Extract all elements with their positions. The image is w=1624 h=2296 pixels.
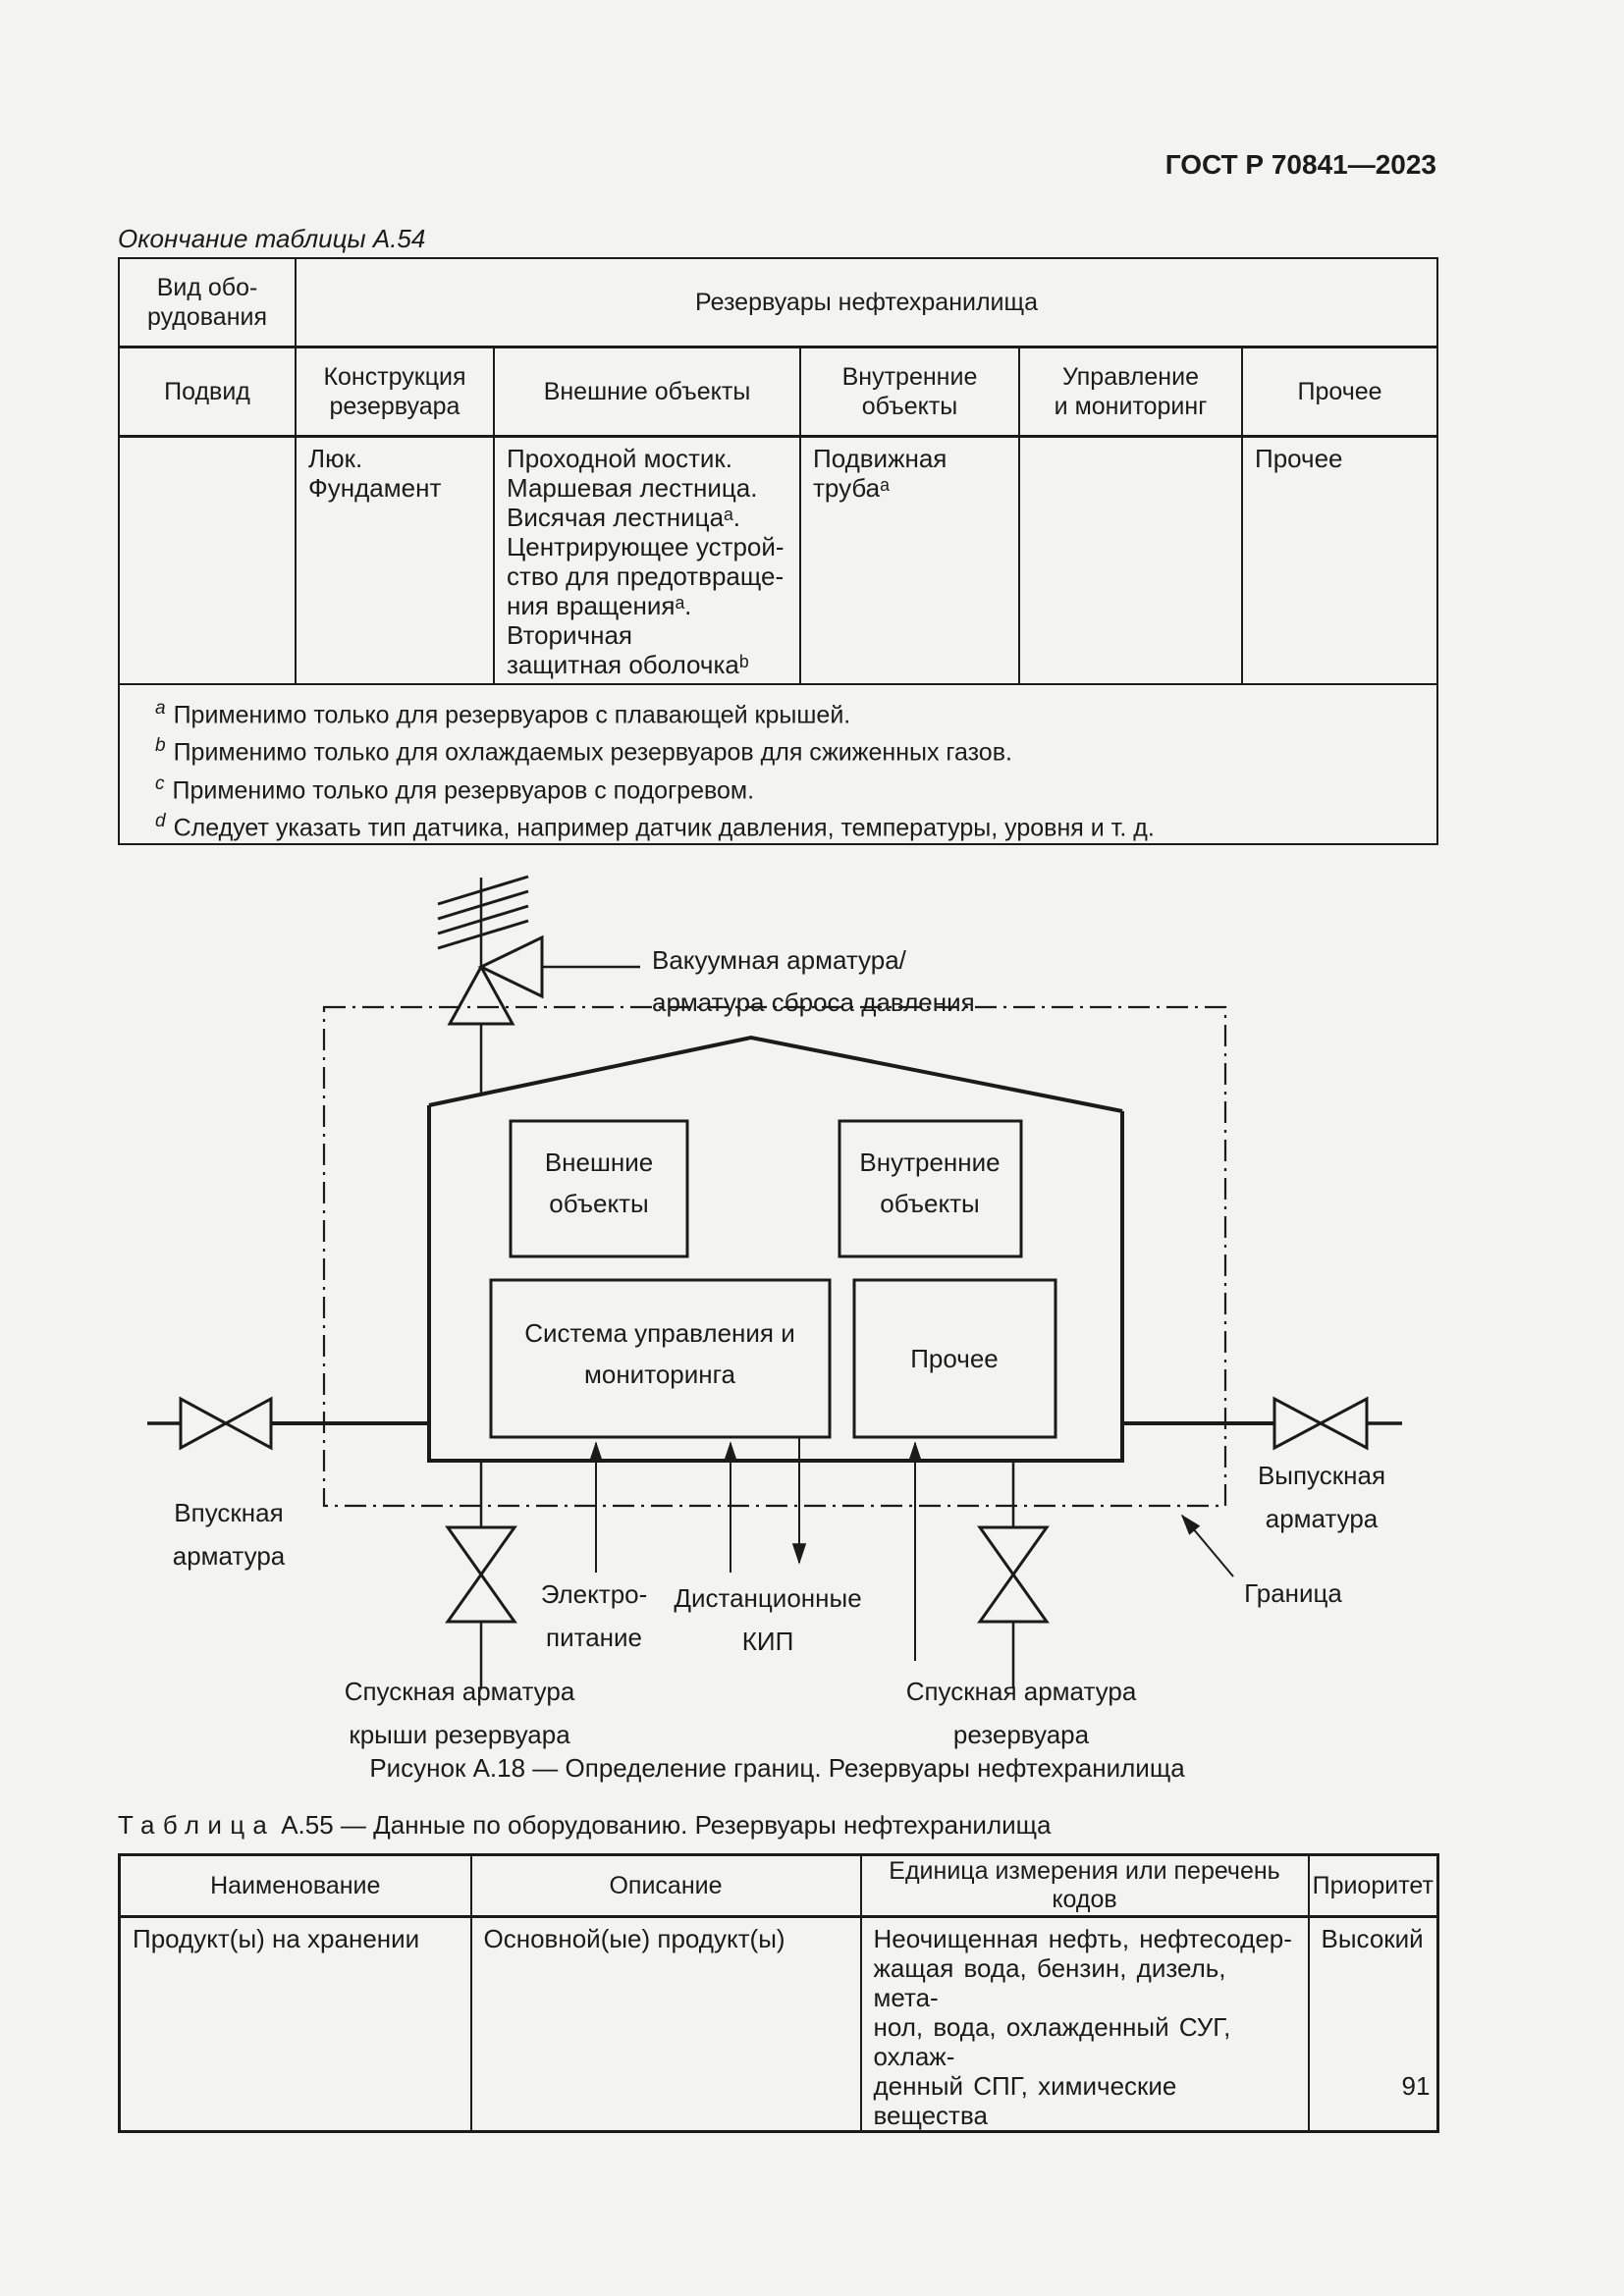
footnote-b: b Применимо только для охлаждаемых резерв…	[155, 730, 1427, 768]
roof-drain-label: Спускная арматура	[345, 1677, 575, 1706]
footnote-c: c Применимо только для резервуаров с подо…	[155, 769, 1427, 806]
table-a55: Наименование Описание Единица измерения …	[118, 1853, 1439, 2133]
table-a55-body-row: Продукт(ы) на хранении Основной(ые) прод…	[118, 1915, 1439, 2133]
instruments-label: КИП	[742, 1627, 794, 1656]
figure-a18-caption: Рисунок А.18 — Определение границ. Резер…	[369, 1753, 1185, 1783]
col-header-other: Прочее	[1240, 346, 1439, 438]
cell-internal: Подвижная трубаᵃ	[799, 435, 1020, 685]
boundary-callout-arrow	[1180, 1514, 1234, 1577]
cell-construction: Люк. Фундамент	[295, 435, 495, 685]
tank-outline	[427, 1035, 1124, 1463]
table-a55-caption-word: Таблица	[118, 1810, 276, 1840]
power-label: Электро-	[541, 1579, 648, 1609]
footnote-text: Применимо только для охлаждаемых резерву…	[173, 738, 1012, 767]
cell-external: Проходной мостик. Маршевая лестница. Вис…	[493, 435, 801, 685]
roof-drain-label: крыши резервуара	[349, 1720, 570, 1749]
external-objects-box	[509, 1119, 689, 1258]
table-a54-header-row-1: Вид обо- рудования Резервуары нефтехрани…	[118, 257, 1439, 348]
inlet-valve-label: арматура	[173, 1541, 286, 1571]
cell-priority: Высокий	[1307, 1915, 1439, 2133]
col-header-priority: Приоритет	[1307, 1853, 1439, 1918]
col-header-description: Описание	[469, 1853, 862, 1918]
vent-hatch-icon	[437, 875, 529, 950]
outlet-valve-label: арматура	[1266, 1504, 1379, 1533]
other-box	[852, 1278, 1057, 1439]
col-header-external: Внешние объекты	[493, 346, 801, 438]
cell-control	[1018, 435, 1243, 685]
instruments-label: Дистанционные	[674, 1583, 861, 1613]
table-a54: Вид обо- рудования Резервуары нефтехрани…	[117, 257, 1439, 846]
footnote-a: a Применимо только для резервуаров с плав…	[155, 693, 1427, 730]
col-header-control: Управление и мониторинг	[1018, 346, 1243, 438]
other-box-label: Прочее	[910, 1344, 999, 1373]
vacuum-relief-valve-icon	[447, 878, 640, 1093]
cell-subtype	[118, 435, 297, 685]
tank-drain-valve-icon	[977, 1461, 1050, 1688]
boundary-label: Граница	[1244, 1578, 1342, 1608]
cell-description: Основной(ые) продукт(ы)	[469, 1915, 862, 2133]
footnote-marker: c	[155, 773, 165, 794]
internal-objects-box	[838, 1119, 1023, 1258]
boundary-dashdot-rect	[322, 1005, 1227, 1508]
control-system-label: мониторинга	[584, 1360, 736, 1389]
control-system-label: Система управления и	[524, 1318, 795, 1348]
col-header-units: Единица измерения или перечень кодов	[859, 1853, 1310, 1918]
cell-other: Прочее	[1240, 435, 1439, 685]
page-number: 91	[1401, 2071, 1431, 2101]
table-a54-header-row-2: Подвид Конструкция резервуара Внешние об…	[118, 346, 1439, 438]
col-header-subtype: Подвид	[118, 346, 297, 438]
col-header-name: Наименование	[118, 1853, 472, 1918]
col-header-group: Резервуары нефтехранилища	[294, 257, 1439, 348]
figure-a18-diagram: Вакуумная арматура/ арматура сброса давл…	[147, 875, 1402, 1749]
footnote-marker: a	[155, 698, 166, 719]
table-a54-footnotes-row: a Применимо только для резервуаров с плав…	[117, 682, 1439, 846]
power-label: питание	[546, 1623, 642, 1652]
external-objects-label: объекты	[549, 1189, 648, 1218]
internal-objects-label: Внутренние	[859, 1148, 1000, 1177]
inlet-valve-label: Впускная	[174, 1498, 283, 1527]
footnote-marker: d	[155, 810, 166, 831]
cell-units: Неочищенная нефть, нефтесодер- жащая вод…	[859, 1915, 1310, 2133]
vacuum-valve-label: Вакуумная арматура/	[652, 945, 907, 975]
col-header-equipment-type: Вид обо- рудования	[118, 257, 297, 348]
table-a55-header-row: Наименование Описание Единица измерения …	[118, 1853, 1439, 1918]
standard-code-header: ГОСТ Р 70841—2023	[1164, 149, 1436, 180]
cell-name: Продукт(ы) на хранении	[118, 1915, 472, 2133]
vacuum-valve-label: арматура сброса давления	[652, 988, 975, 1017]
footnote-text: Применимо только для резервуаров с подог…	[172, 775, 755, 804]
footnote-text: Применимо только для резервуаров с плава…	[173, 701, 851, 729]
footnote-marker: b	[155, 735, 166, 757]
inlet-valve-icon	[147, 1396, 429, 1451]
tank-drain-label: резервуара	[953, 1720, 1090, 1749]
internal-objects-label: объекты	[880, 1189, 979, 1218]
footnote-text: Следует указать тип датчика, например да…	[173, 814, 1155, 842]
table-a55-caption-text: А.55 — Данные по оборудованию. Резервуар…	[281, 1810, 1052, 1840]
external-objects-label: Внешние	[545, 1148, 653, 1177]
outlet-valve-label: Выпускная	[1258, 1461, 1385, 1490]
col-header-internal: Внутренние объекты	[799, 346, 1020, 438]
footnote-d: d Следует указать тип датчика, например д…	[155, 806, 1427, 843]
outlet-valve-icon	[1122, 1396, 1402, 1451]
control-system-box	[489, 1278, 832, 1439]
tank-drain-label: Спускная арматура	[906, 1677, 1137, 1706]
table-a54-body-row: Люк. Фундамент Проходной мостик. Маршева…	[118, 435, 1439, 685]
roof-drain-valve-icon	[445, 1461, 517, 1688]
table-a54-continuation-caption: Окончание таблицы А.54	[118, 224, 426, 253]
col-header-construction: Конструкция резервуара	[295, 346, 495, 438]
